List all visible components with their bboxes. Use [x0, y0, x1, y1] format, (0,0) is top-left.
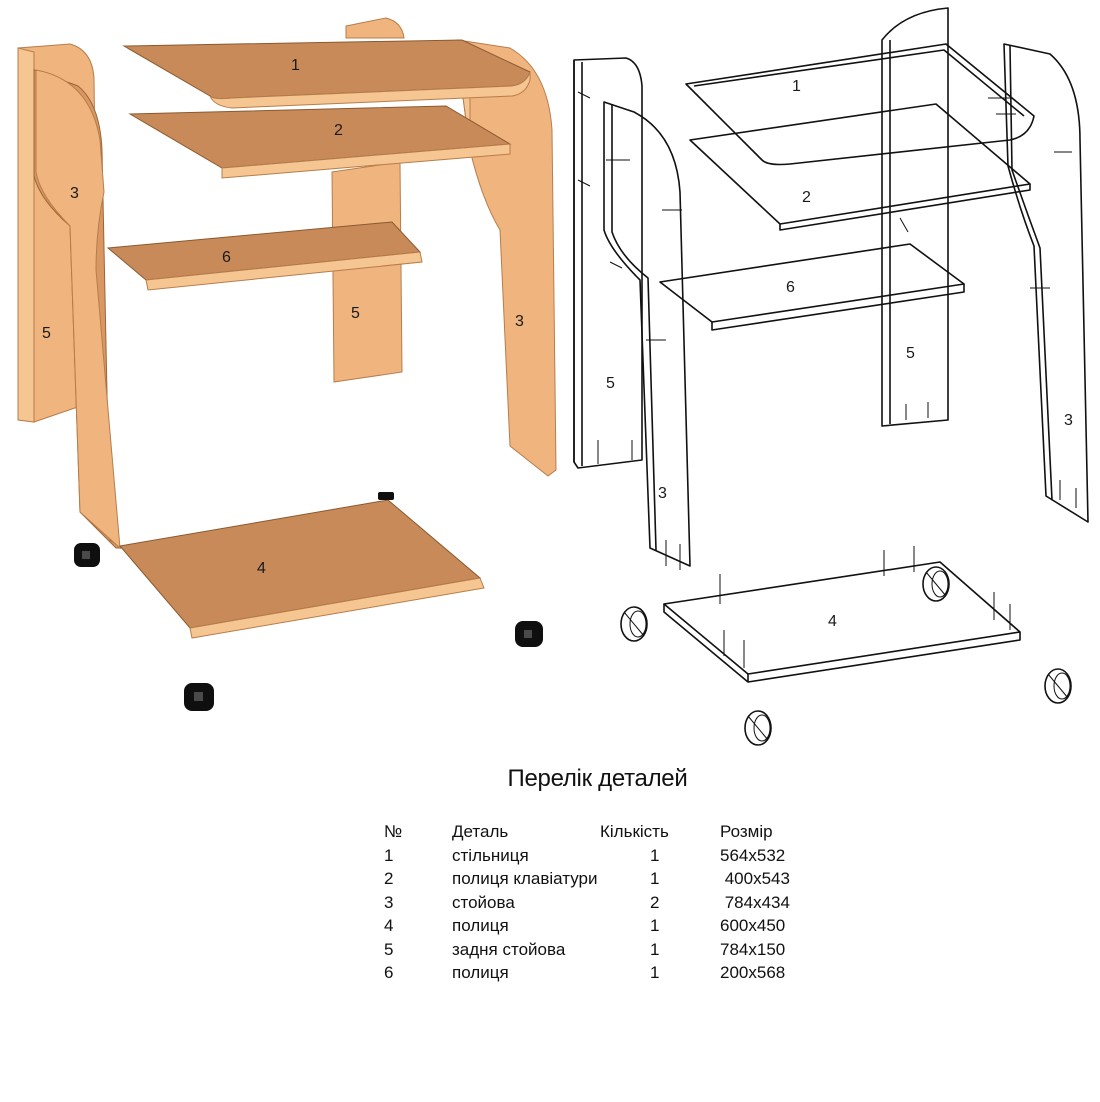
rendered-part-1: 1 [122, 39, 531, 109]
wire-casters [620, 566, 1072, 746]
label-wire-part-2: 2 [802, 189, 811, 206]
wire-part-6: 6 [659, 243, 965, 331]
row-size: 400x543 [720, 869, 790, 888]
row-no: 1 [384, 845, 394, 865]
row-no: 6 [384, 963, 394, 982]
row-no: 2 [384, 869, 394, 888]
wire-part-5-center: 5 [881, 7, 949, 427]
label-wire-part-3-left: 3 [658, 485, 667, 502]
row-qty: 1 [650, 939, 660, 959]
label-part-5-left: 5 [42, 325, 51, 342]
row-name: полиця [452, 963, 509, 982]
caster-icon [184, 683, 214, 711]
row-name: задня стойова [452, 939, 566, 959]
label-wire-part-5-left: 5 [606, 375, 615, 392]
label-part-4: 4 [257, 560, 266, 577]
row-qty: 1 [650, 963, 660, 982]
rendered-part-5-center: 5 [331, 161, 403, 383]
exploded-assembly-diagram: 5 3 5 3 1 2 [17, 7, 1089, 746]
rendered-part-3-right: 3 [457, 39, 557, 477]
row-qty: 2 [650, 892, 660, 912]
wire-part-3-left: 3 [603, 101, 691, 570]
row-qty: 1 [650, 869, 660, 888]
table-row: 1 стільниця 1 564x532 [384, 844, 785, 868]
rendered-part-3-left: 3 [33, 69, 124, 550]
row-name: стільниця [452, 845, 529, 865]
label-part-6: 6 [222, 249, 231, 266]
label-part-3-left: 3 [70, 185, 79, 202]
row-size: 784x434 [720, 892, 790, 912]
row-no: 3 [384, 892, 394, 912]
header-no: № [384, 822, 403, 841]
row-no: 4 [384, 916, 394, 935]
row-size: 784x150 [720, 939, 786, 959]
table-row: 6 полиця 1 200x568 [384, 961, 785, 985]
header-qty: Кількість [600, 822, 669, 841]
caster-wire-icon [620, 606, 648, 642]
wire-part-3-right: 3 [988, 43, 1089, 523]
wireframe-view: 5 3 5 3 [573, 7, 1089, 746]
rendered-stand-top-edge [345, 17, 405, 39]
label-part-2: 2 [334, 122, 343, 139]
wire-part-4: 4 [663, 546, 1021, 683]
parts-list-title: Перелік деталей [507, 765, 688, 792]
row-size: 564x532 [720, 845, 786, 865]
rendered-part-2: 2 [128, 105, 512, 179]
label-wire-part-6: 6 [786, 279, 795, 296]
table-row: 2 полиця клавіатури 1 400x543 [384, 867, 790, 891]
label-wire-part-3-right: 3 [1064, 412, 1073, 429]
header-size: Розмір [720, 822, 773, 841]
wire-part-5-left: 5 [573, 57, 643, 469]
label-wire-part-5-center: 5 [906, 345, 915, 362]
row-name: полиця [452, 916, 509, 935]
label-part-3-right: 3 [515, 313, 524, 330]
table-row: 5 задня стойова 1 784x150 [384, 938, 785, 962]
caster-icon [515, 621, 543, 647]
caster-wire-icon [744, 710, 772, 746]
row-name: полиця клавіатури [452, 869, 598, 888]
row-name: стойова [452, 892, 515, 912]
caster-icon [378, 492, 394, 500]
wire-part-2: 2 [689, 103, 1031, 233]
parts-list-table: № Деталь Кількість Розмір 1 стільниця 1 … [384, 820, 790, 985]
rendered-view: 5 3 5 3 1 2 [17, 17, 557, 711]
parts-list-header-row: № Деталь Кількість Розмір [384, 820, 773, 844]
row-size: 200x568 [720, 963, 786, 982]
rendered-part-6: 6 [106, 221, 423, 291]
row-no: 5 [384, 939, 394, 959]
caster-icon [74, 543, 100, 567]
caster-wire-icon [922, 566, 950, 602]
label-part-1: 1 [291, 57, 300, 74]
wire-part-1: 1 [685, 43, 1035, 166]
header-name: Деталь [452, 822, 509, 841]
row-qty: 1 [650, 845, 660, 865]
caster-wire-icon [1044, 668, 1072, 704]
table-row: 4 полиця 1 600x450 [384, 914, 785, 938]
rendered-casters [74, 492, 543, 711]
rendered-part-4: 4 [119, 499, 485, 639]
label-wire-part-1: 1 [792, 78, 801, 95]
label-part-5-center: 5 [351, 305, 360, 322]
row-size: 600x450 [720, 916, 786, 935]
table-row: 3 стойова 2 784x434 [384, 891, 790, 915]
row-qty: 1 [650, 916, 660, 935]
label-wire-part-4: 4 [828, 613, 837, 630]
